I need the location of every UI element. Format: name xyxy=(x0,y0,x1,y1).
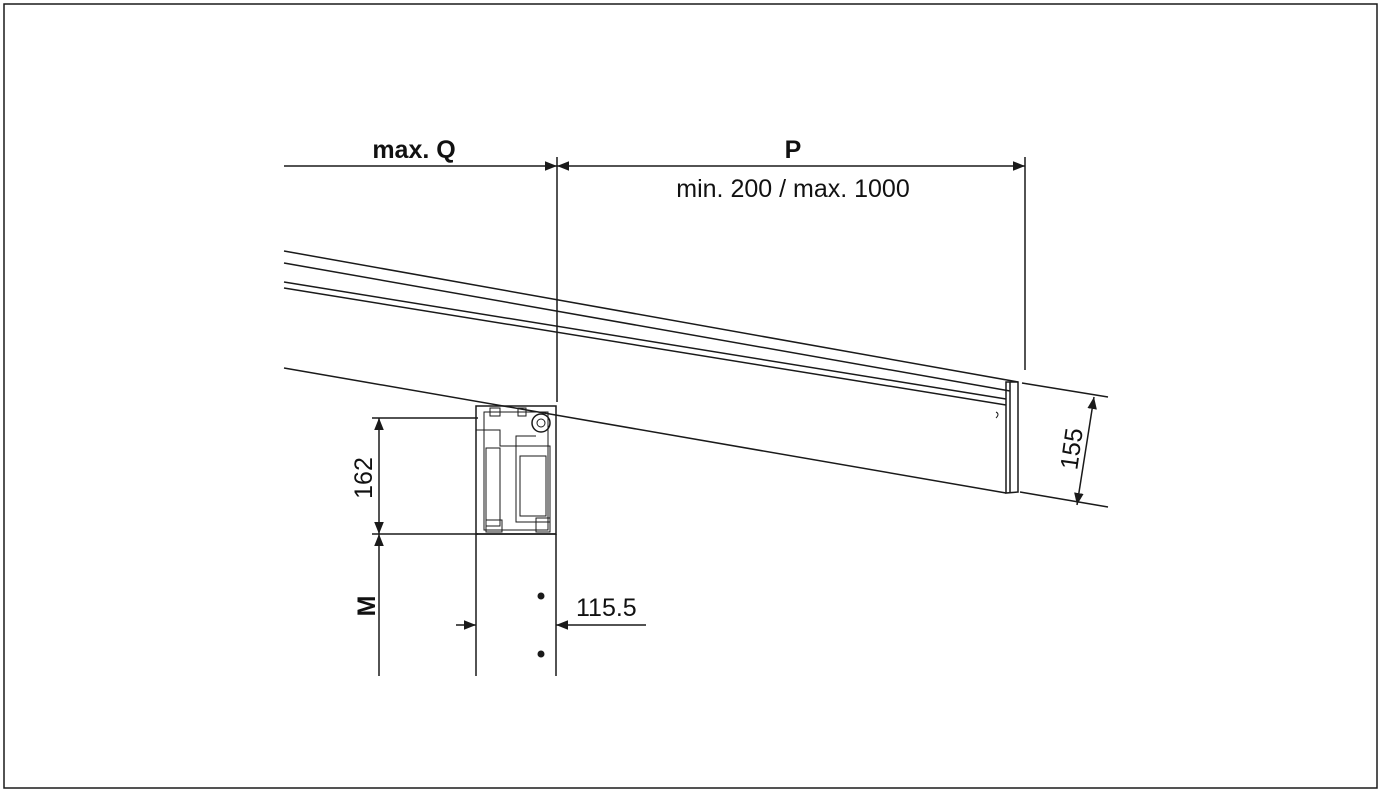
label-115-5: 115.5 xyxy=(576,594,637,622)
extension-155-top xyxy=(1021,382,1109,398)
wall-post xyxy=(475,533,557,676)
screw-head-lower xyxy=(537,650,545,658)
label-max-q: max. Q xyxy=(372,136,455,164)
label-162: 162 xyxy=(350,457,378,499)
screw-head-upper xyxy=(537,592,545,600)
label-p: P xyxy=(785,136,802,164)
sloped-profile xyxy=(283,250,1019,494)
extension-155-bottom xyxy=(1019,491,1109,508)
drawing-frame xyxy=(3,3,1378,789)
mount-bracket xyxy=(475,405,557,535)
label-155: 155 xyxy=(1055,426,1089,471)
dimension-line-155 xyxy=(1074,396,1097,506)
label-p-range: min. 200 / max. 1000 xyxy=(676,175,909,203)
label-m: M xyxy=(353,596,381,617)
